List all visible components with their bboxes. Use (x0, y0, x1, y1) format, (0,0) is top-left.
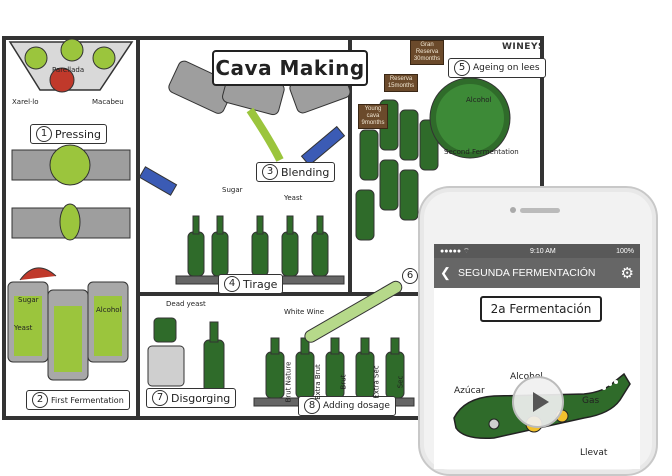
dosage-label-brut: Brut (339, 374, 348, 390)
vat-label-yeast: Yeast (14, 324, 33, 332)
sign-young-cava: Young cava 9months (358, 104, 388, 129)
ageing-label-second-fermentation: Second Fermentation (444, 148, 519, 156)
step-number: 4 (224, 276, 240, 292)
step-label: Pressing (55, 127, 101, 141)
dosage-label-brut-nature: Brut Nature (284, 361, 293, 403)
sign-gran-reserva: Gran Reserva 30months (410, 40, 444, 65)
label-azucar: Azúcar (454, 386, 485, 396)
label-llevat: Llevat (580, 448, 608, 458)
grape-label-macabeu: Macabeu (92, 98, 124, 106)
battery-indicator: 100% (616, 247, 634, 255)
step-label: Tirage (243, 277, 278, 291)
grape-label-xarello: Xarel·lo (12, 98, 39, 106)
fermentation-title-box: 2a Fermentación (480, 296, 602, 322)
nav-title: SEGUNDA FERMENTACIÓN (458, 267, 596, 279)
step-ageing: 5 Ageing on lees (448, 58, 546, 78)
step-label: Ageing on lees (473, 63, 540, 73)
phone-screen: ●●●●● ⌔ 9:10 AM 100% ❮ SEGUNDA FERMENTAC… (434, 244, 640, 469)
step-label: First Fermentation (51, 395, 124, 405)
signal-indicator: ●●●●● ⌔ (440, 247, 470, 255)
tirage-label-yeast: Yeast (284, 194, 303, 202)
speaker-grille (520, 208, 560, 213)
step-number: 2 (32, 392, 48, 408)
step-disgorging: 7 Disgorging (146, 388, 237, 408)
white-wine-label: White Wine (284, 308, 325, 316)
video-content: 2a Fermentación Azúcar Alcohol Gas Lleva… (434, 288, 640, 469)
dosage-label-sec: Sec (396, 375, 405, 389)
brand-logo: WINEYS (502, 42, 545, 52)
status-time: 9:10 AM (530, 247, 556, 255)
step-label: Blending (281, 165, 330, 179)
poster-title: Cava Making (212, 50, 368, 86)
dead-yeast-label: Dead yeast (166, 300, 206, 308)
play-button[interactable] (512, 376, 564, 428)
vat-label-alcohol: Alcohol (96, 306, 122, 314)
vat-label-sugar: Sugar (18, 296, 39, 304)
ageing-label-alcohol: Alcohol (466, 96, 492, 104)
step-blending: 3 Blending (256, 162, 336, 182)
step-number: 7 (152, 390, 168, 406)
step-first-fermentation: 2 First Fermentation (26, 390, 130, 410)
play-icon (532, 392, 549, 412)
step-number: 5 (454, 60, 470, 76)
step-adding-dosage: 8 Adding dosage (298, 396, 396, 416)
step-pressing: 1 Pressing (30, 124, 107, 144)
dosage-label-extra-brut: Extra Brut (313, 364, 322, 400)
label-gas: Gas (582, 396, 600, 406)
gear-icon[interactable]: ⚙ (620, 265, 634, 282)
tirage-label-sugar: Sugar (222, 186, 243, 194)
label-alcohol: Alcohol (510, 372, 543, 382)
camera-icon (510, 207, 516, 213)
step-tirage: 4 Tirage (218, 274, 284, 294)
back-chevron-icon[interactable]: ❮ (440, 265, 451, 280)
step-six: 6 (402, 268, 418, 284)
step-number: 3 (262, 164, 278, 180)
nav-bar: ❮ SEGUNDA FERMENTACIÓN ⚙ (434, 258, 640, 288)
status-bar: ●●●●● ⌔ 9:10 AM 100% (434, 244, 640, 258)
step-label: Disgorging (171, 391, 231, 405)
step-number: 1 (36, 126, 52, 142)
dosage-label-extra-sec: Extra Sec (372, 365, 381, 399)
sign-reserva: Reserva 15months (384, 74, 418, 92)
grape-label-parellada: Parellada (52, 66, 85, 74)
step-number: 6 (402, 268, 418, 284)
step-label: Adding dosage (323, 401, 390, 411)
step-number: 8 (304, 398, 320, 414)
